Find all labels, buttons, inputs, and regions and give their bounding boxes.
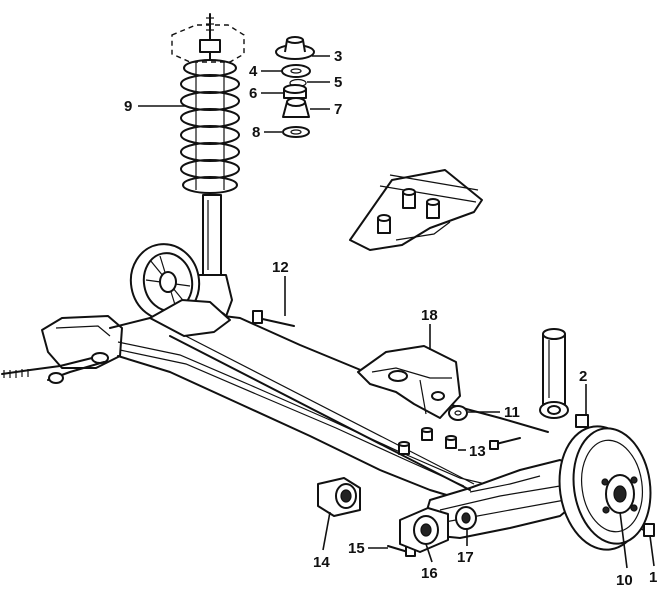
callout-9: 9 — [124, 98, 132, 115]
callout-labels: 3 4 5 6 7 8 9 12 18 11 2 13 14 15 16 17 … — [124, 48, 657, 589]
callout-17: 17 — [457, 549, 474, 566]
callout-13: 13 — [469, 443, 486, 460]
callout-2: 2 — [579, 368, 587, 385]
callout-14: 14 — [313, 554, 330, 571]
bushings — [317, 477, 477, 553]
upper-mount-parts — [275, 36, 315, 138]
callout-8: 8 — [252, 124, 260, 141]
callout-3: 3 — [334, 48, 342, 65]
callout-7: 7 — [334, 101, 342, 118]
callout-12: 12 — [272, 259, 289, 276]
right-brake-drum — [558, 425, 652, 551]
callout-18: 18 — [421, 307, 438, 324]
mount-bracket — [357, 345, 461, 419]
shock-absorber — [539, 328, 569, 419]
callout-11: 11 — [504, 404, 520, 421]
callout-4: 4 — [249, 63, 258, 80]
brake-cable — [1, 357, 541, 493]
callout-16: 16 — [421, 565, 438, 582]
strut-assembly — [171, 13, 245, 326]
callout-5: 5 — [334, 74, 342, 91]
rear-axle-beam — [41, 299, 583, 539]
callout-10: 10 — [616, 572, 633, 589]
callout-15: 15 — [348, 540, 365, 557]
leader-lines — [138, 55, 655, 569]
body-floor-panel — [349, 169, 483, 251]
callout-6: 6 — [249, 85, 257, 102]
coil-spring — [180, 59, 240, 194]
callout-1: 1 — [649, 569, 657, 586]
